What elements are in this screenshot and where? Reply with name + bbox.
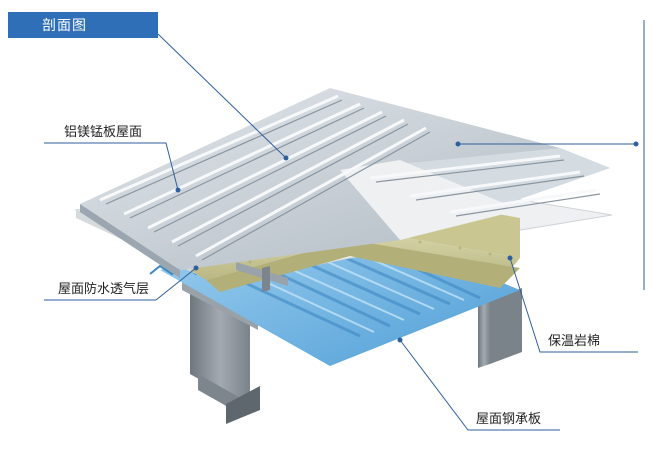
steel-beam-right <box>478 288 522 368</box>
page-title: 剖面图 <box>42 18 87 34</box>
steel-beam-left <box>182 282 260 424</box>
label-insulation: 保温岩棉 <box>548 334 601 349</box>
label-steel-deck: 屋面钢承板 <box>476 412 542 427</box>
leader-insulation <box>509 257 638 353</box>
leader-membrane <box>44 267 197 301</box>
roof-panel <box>80 88 610 278</box>
title-banner: 剖面图 <box>8 12 158 38</box>
leader-dots <box>175 141 639 343</box>
label-membrane: 屋面防水透气层 <box>58 282 150 297</box>
leader-title <box>157 33 287 159</box>
leader-roof-panel <box>44 142 179 191</box>
leader-lines <box>44 20 645 431</box>
leader-steel-deck <box>399 339 560 431</box>
label-roof-panel: 铝镁锰板屋面 <box>64 125 143 140</box>
